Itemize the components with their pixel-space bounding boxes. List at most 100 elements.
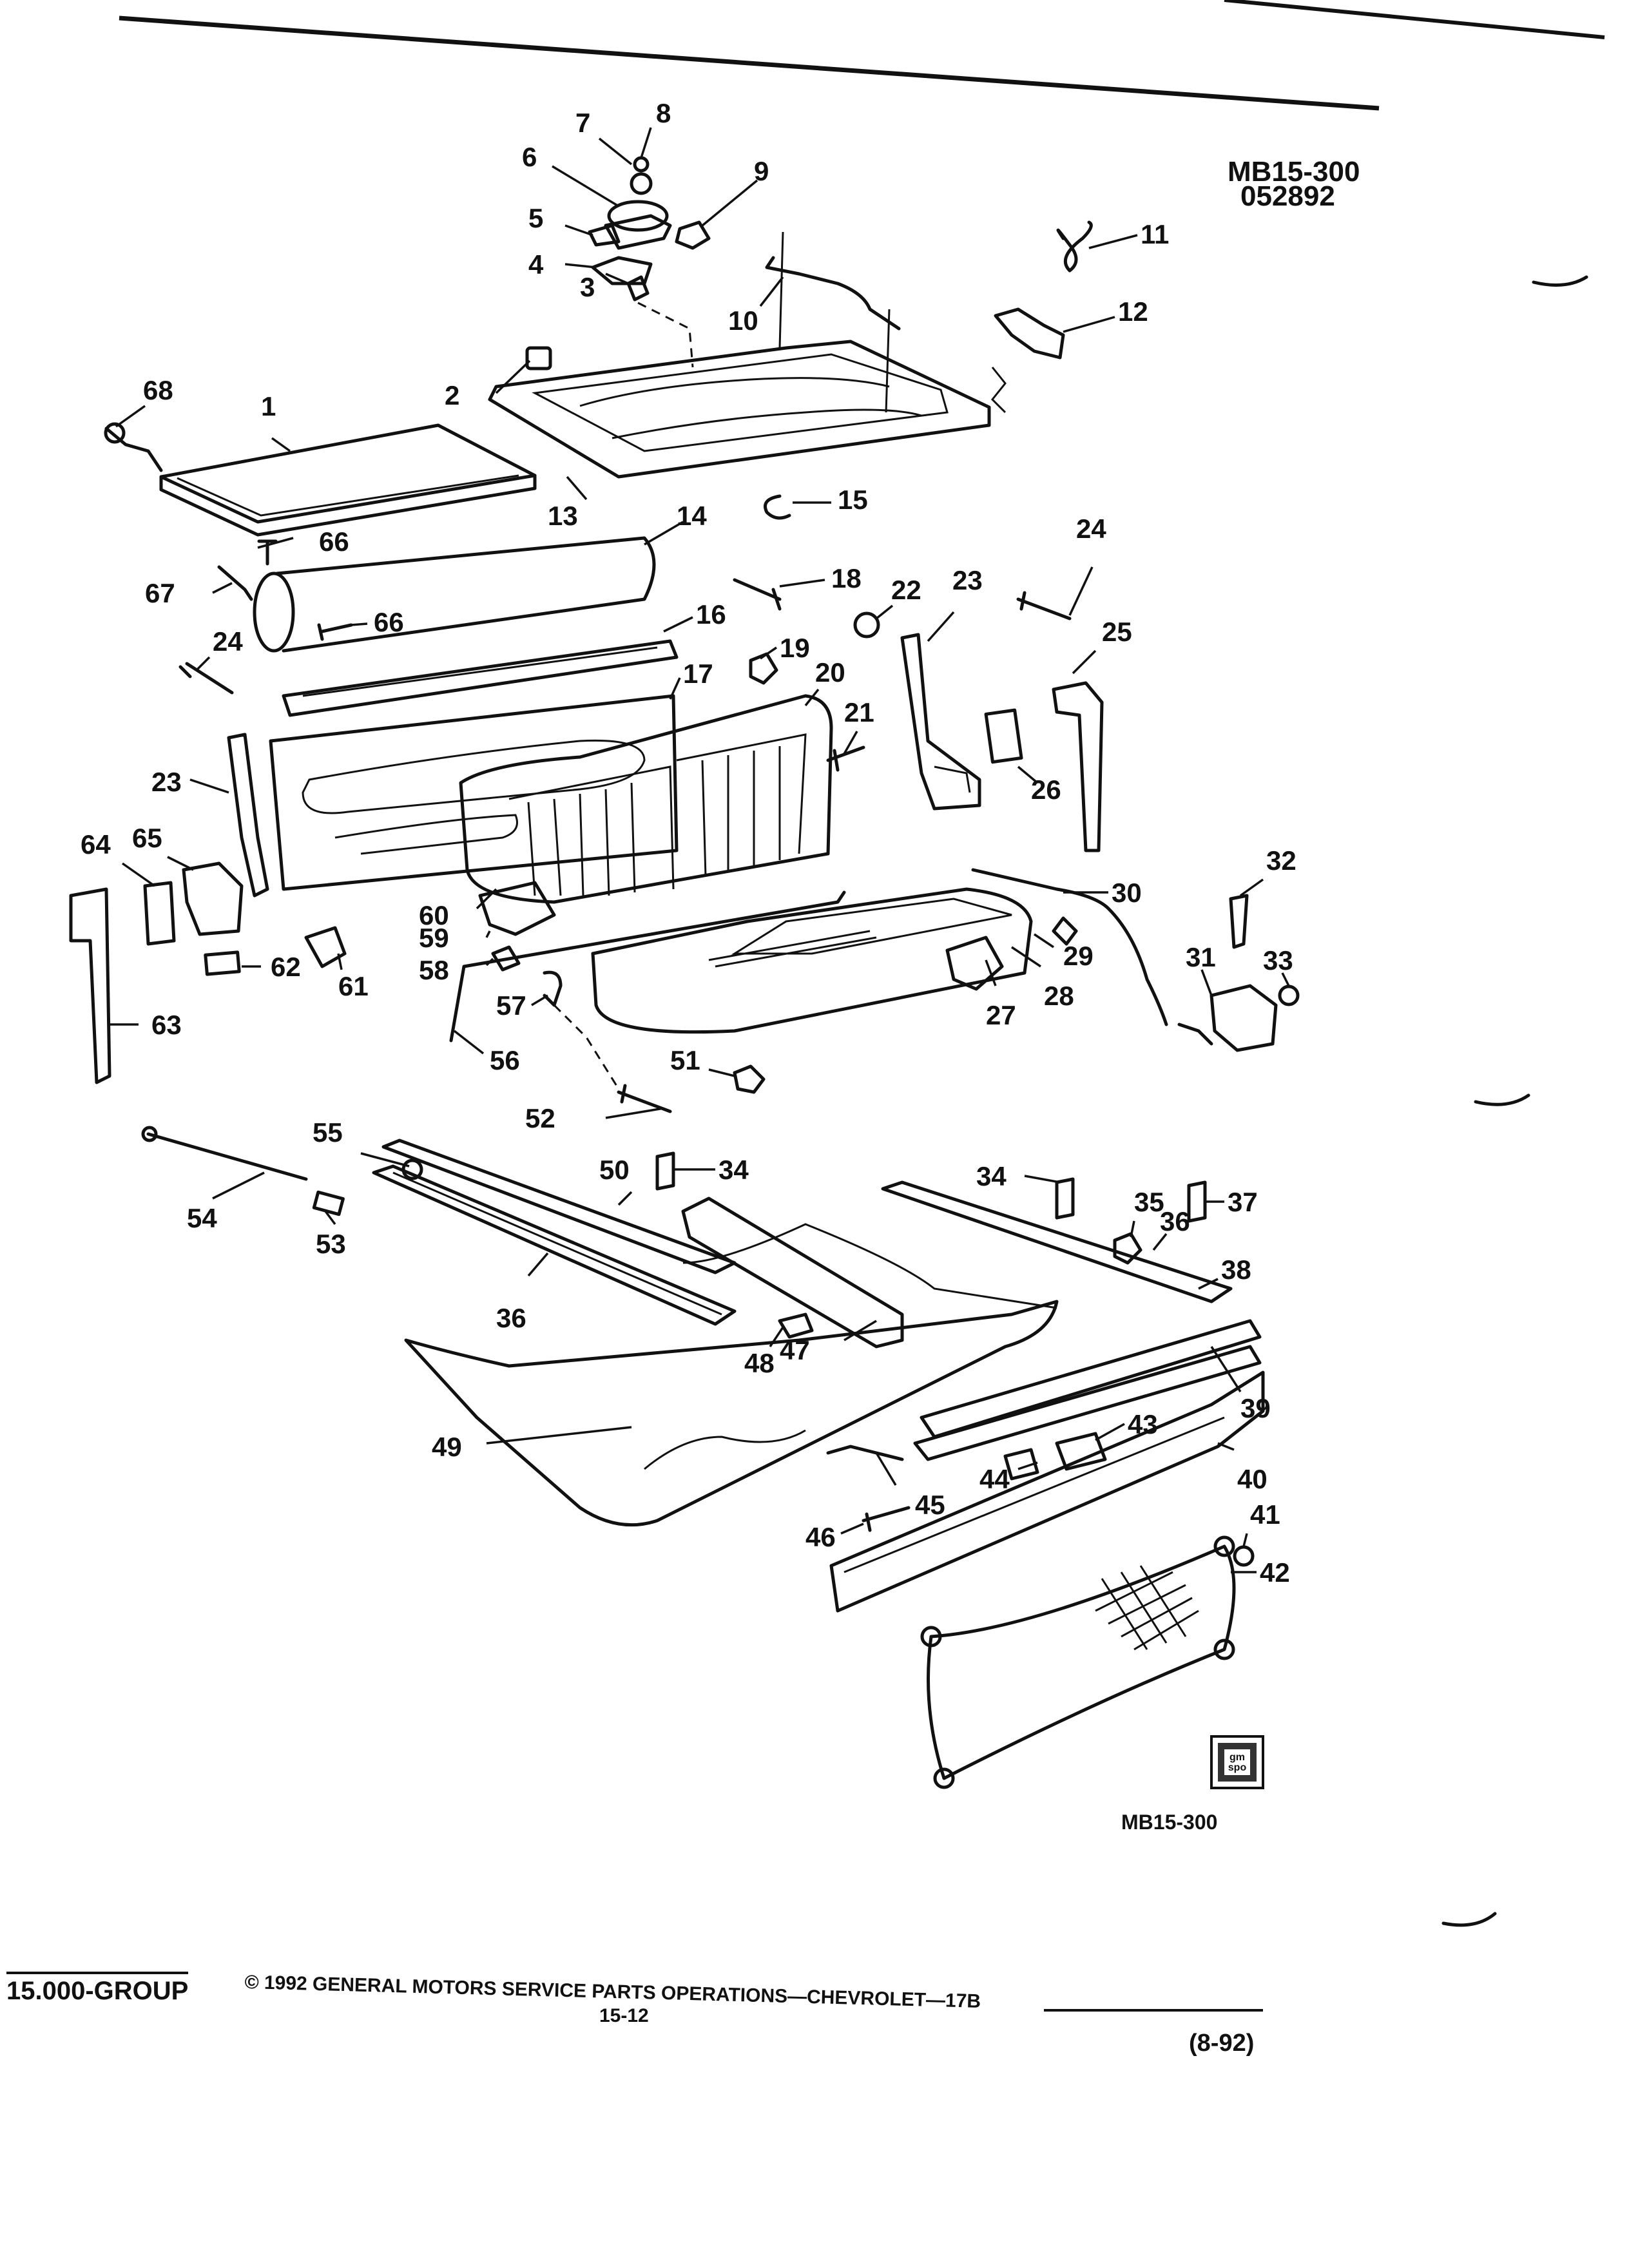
callout-33: 33 bbox=[1263, 945, 1293, 975]
footer-page: 15-12 bbox=[599, 2005, 649, 2026]
part-23-hinge-left bbox=[227, 733, 269, 898]
callout-66: 66 bbox=[319, 526, 349, 557]
part-14-bolster bbox=[253, 536, 656, 653]
part-47-bracket bbox=[681, 1196, 904, 1349]
part-34-bolt bbox=[655, 1151, 675, 1191]
part-68-screw bbox=[104, 422, 163, 472]
part-32-bolt bbox=[1229, 894, 1249, 949]
callout-16: 16 bbox=[696, 599, 726, 629]
part-58-clip bbox=[491, 945, 521, 972]
part-27-trim bbox=[945, 936, 1004, 991]
callout-45: 45 bbox=[915, 1490, 945, 1520]
footer-revision: (8-92) bbox=[1189, 2030, 1255, 2057]
top-rule-right bbox=[1224, 0, 1605, 39]
callout-6: 6 bbox=[522, 142, 537, 172]
edge-mark bbox=[1441, 1912, 1497, 1927]
callout-66: 66 bbox=[374, 607, 404, 637]
part-12-latch bbox=[990, 307, 1065, 414]
part-66-pin bbox=[317, 623, 353, 641]
callout-48: 48 bbox=[744, 1348, 775, 1378]
callout-40: 40 bbox=[1237, 1464, 1268, 1494]
callout-34: 34 bbox=[976, 1161, 1007, 1191]
callout-20: 20 bbox=[815, 657, 845, 687]
part-60-bracket bbox=[478, 881, 556, 936]
part-61-bolt bbox=[304, 926, 347, 968]
callout-15: 15 bbox=[838, 485, 868, 515]
callout-65: 65 bbox=[132, 823, 162, 853]
callout-41: 41 bbox=[1250, 1499, 1280, 1530]
part-21-bolt bbox=[826, 745, 865, 772]
callout-34: 34 bbox=[718, 1155, 749, 1185]
callout-24: 24 bbox=[213, 626, 243, 657]
part-54-rod bbox=[146, 1132, 308, 1181]
callout-61: 61 bbox=[338, 971, 369, 1001]
callout-57: 57 bbox=[496, 990, 526, 1021]
date-code: 052892 bbox=[1240, 180, 1335, 212]
part-46-screw bbox=[862, 1506, 911, 1532]
part-20-seatback bbox=[459, 694, 833, 904]
part-49-floor-pan bbox=[404, 1223, 1059, 1527]
part-38-track-right bbox=[881, 1180, 1262, 1461]
callout-53: 53 bbox=[316, 1229, 346, 1259]
callout-28: 28 bbox=[1044, 981, 1074, 1011]
gm-spo-logo bbox=[1210, 1735, 1264, 1789]
callout-36: 36 bbox=[1160, 1206, 1190, 1236]
part-43-bracket bbox=[1055, 1432, 1107, 1471]
callout-42: 42 bbox=[1260, 1557, 1290, 1588]
part-25-bracket bbox=[1052, 681, 1104, 852]
diagram-code: MB15-300 bbox=[1228, 156, 1360, 187]
callout-18: 18 bbox=[831, 563, 862, 593]
part-18-pin bbox=[733, 578, 782, 611]
leader-lines bbox=[110, 127, 1290, 1573]
part-48-clip bbox=[778, 1312, 814, 1339]
part-11-clip bbox=[1056, 220, 1093, 273]
part-41-nut bbox=[1233, 1545, 1255, 1567]
callout-50: 50 bbox=[599, 1155, 630, 1185]
callout-58: 58 bbox=[419, 955, 449, 985]
part-10-rod bbox=[765, 256, 901, 331]
callout-14: 14 bbox=[677, 501, 707, 531]
callout-37: 37 bbox=[1228, 1187, 1258, 1217]
part-67-bolt bbox=[217, 565, 253, 601]
callout-19: 19 bbox=[780, 633, 810, 663]
callout-38: 38 bbox=[1221, 1254, 1251, 1285]
part-24-bolt bbox=[1016, 591, 1072, 620]
part-17-back-panel bbox=[269, 694, 679, 891]
part-23-hinge-right bbox=[900, 633, 981, 811]
part-29-seat-cushion bbox=[591, 887, 1033, 1034]
part-33-nut bbox=[1278, 985, 1300, 1006]
callout-12: 12 bbox=[1118, 296, 1148, 327]
callout-13: 13 bbox=[548, 501, 578, 531]
part-15-ring bbox=[764, 494, 791, 520]
callout-21: 21 bbox=[844, 697, 874, 727]
top-rule bbox=[119, 15, 1380, 111]
part-56-frame-rod bbox=[449, 890, 846, 1043]
callout-54: 54 bbox=[187, 1203, 217, 1233]
part-37-bolt bbox=[1187, 1180, 1207, 1223]
callout-43: 43 bbox=[1128, 1409, 1158, 1439]
part-16-shelf bbox=[282, 639, 679, 717]
callout-39: 39 bbox=[1240, 1393, 1271, 1423]
callout-29: 29 bbox=[1063, 941, 1094, 971]
callout-60: 60 bbox=[419, 900, 449, 930]
callout-32: 32 bbox=[1266, 845, 1296, 876]
callout-4: 4 bbox=[528, 249, 544, 280]
callout-67: 67 bbox=[145, 578, 175, 608]
callout-24: 24 bbox=[1076, 514, 1106, 544]
assembly-dashline bbox=[553, 1004, 620, 1090]
callout-59: 59 bbox=[419, 923, 449, 953]
callout-17: 17 bbox=[683, 658, 713, 689]
part-51-nut bbox=[733, 1064, 766, 1094]
part-63-bracket bbox=[69, 887, 111, 1084]
callout-22: 22 bbox=[891, 575, 921, 605]
part-62-pad bbox=[204, 950, 241, 976]
callout-47: 47 bbox=[780, 1335, 810, 1365]
callout-labels: 1 2 3 4 5 6 7 8 9 10 11 12 13 14 15 16 1… bbox=[81, 98, 1296, 1588]
part-42-net bbox=[920, 1535, 1236, 1789]
callout-49: 49 bbox=[432, 1432, 462, 1462]
part-31-latch-arm bbox=[1177, 1023, 1213, 1046]
callout-3: 3 bbox=[580, 272, 595, 302]
part-1-cover bbox=[159, 423, 537, 537]
callout-2: 2 bbox=[445, 380, 459, 410]
part-26-plate bbox=[984, 708, 1023, 764]
